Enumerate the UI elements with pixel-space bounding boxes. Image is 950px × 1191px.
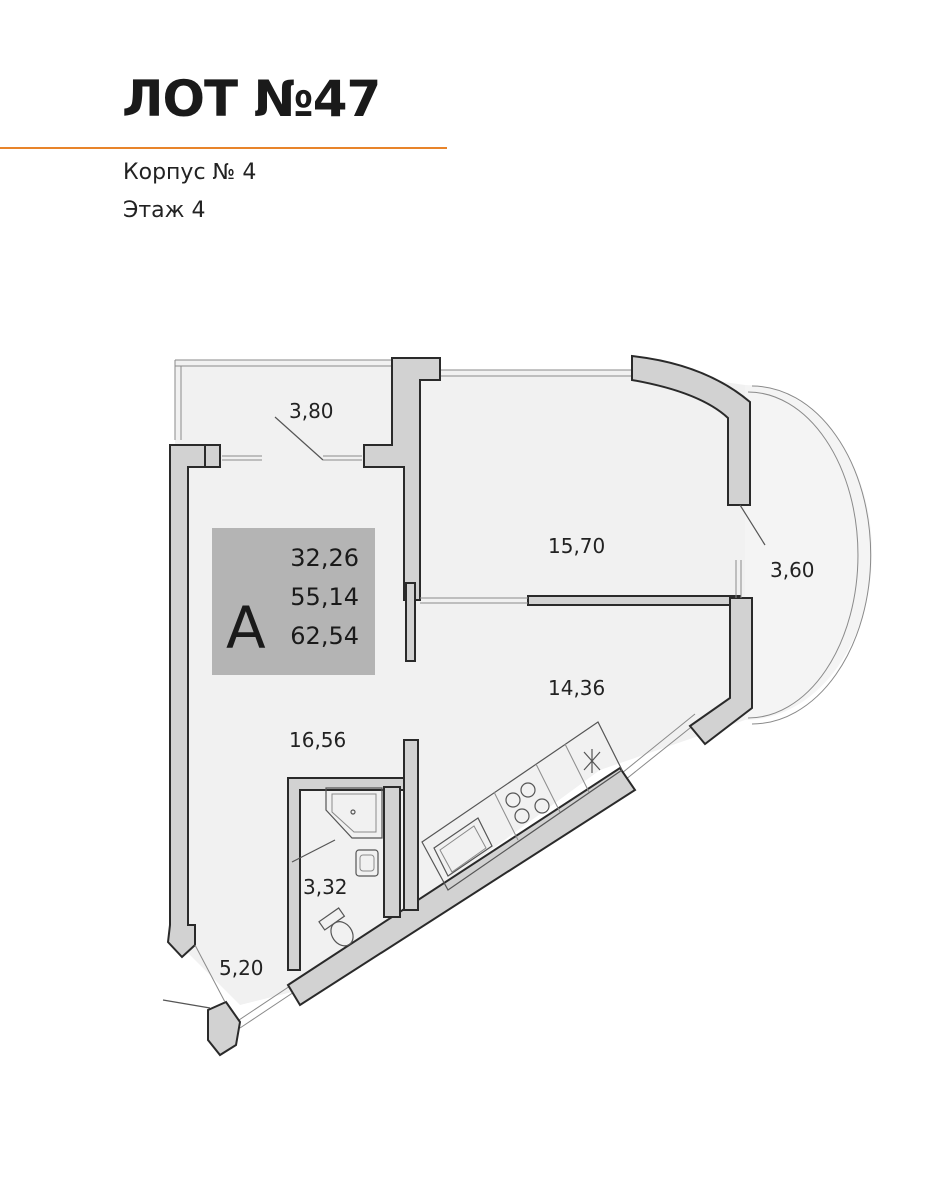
wall-kitchen-diagonal	[286, 766, 637, 1007]
shower-tray	[325, 787, 383, 839]
header: ЛОТ №47 Корпус № 4 Этаж 4	[0, 0, 950, 260]
room-area-entrance: 5,20	[219, 956, 264, 980]
area-total: 55,14	[290, 583, 359, 611]
room-area-bedroom: 15,70	[548, 534, 605, 558]
wall-bedroom-curve	[631, 354, 751, 506]
lot-title: ЛОТ №47	[122, 70, 381, 128]
wall-bathroom-right	[383, 786, 401, 918]
apartment-type-letter: A	[226, 594, 266, 662]
wall-kitchen-right	[688, 597, 753, 746]
room-area-hall: 16,56	[289, 728, 346, 752]
walls	[166, 354, 753, 1057]
area-living: 32,26	[290, 544, 359, 572]
room-area-bathroom: 3,32	[303, 875, 348, 899]
kitchen-counter	[421, 721, 623, 891]
floor-label: Этаж 4	[123, 198, 206, 223]
wall-bathroom	[287, 777, 405, 971]
wall-stub-left	[204, 444, 221, 468]
floor-main	[175, 370, 745, 1005]
wall-entry	[207, 1000, 242, 1057]
area-summary-box	[212, 528, 375, 675]
fridge	[583, 749, 601, 773]
wall-partition-top	[363, 357, 441, 601]
area-summary: A 32,26 55,14 62,54	[212, 528, 375, 675]
title-divider	[0, 147, 447, 149]
glazing-lines	[174, 359, 872, 1029]
wall-kitchen-inner	[403, 739, 419, 911]
fixtures	[318, 721, 623, 947]
wall-partition-stub	[405, 582, 416, 662]
room-labels: 3,80 15,70 3,60 14,36 16,56 3,32 5,20	[219, 399, 815, 980]
sink	[355, 849, 379, 877]
building-label: Корпус № 4	[123, 160, 257, 185]
toilet	[318, 907, 354, 947]
room-area-balcony-top: 3,80	[289, 399, 334, 423]
floor-loggia-right	[745, 385, 872, 720]
area-with-loggia: 62,54	[290, 622, 359, 650]
wall-bedroom-kitchen	[527, 595, 741, 606]
doors	[162, 416, 766, 1009]
room-area-loggia-right: 3,60	[770, 558, 815, 582]
kitchen-sink	[433, 817, 493, 877]
floor-area	[175, 360, 872, 1005]
room-area-kitchen: 14,36	[548, 676, 605, 700]
floor-balcony-top	[175, 360, 400, 455]
cooktop	[505, 782, 550, 824]
